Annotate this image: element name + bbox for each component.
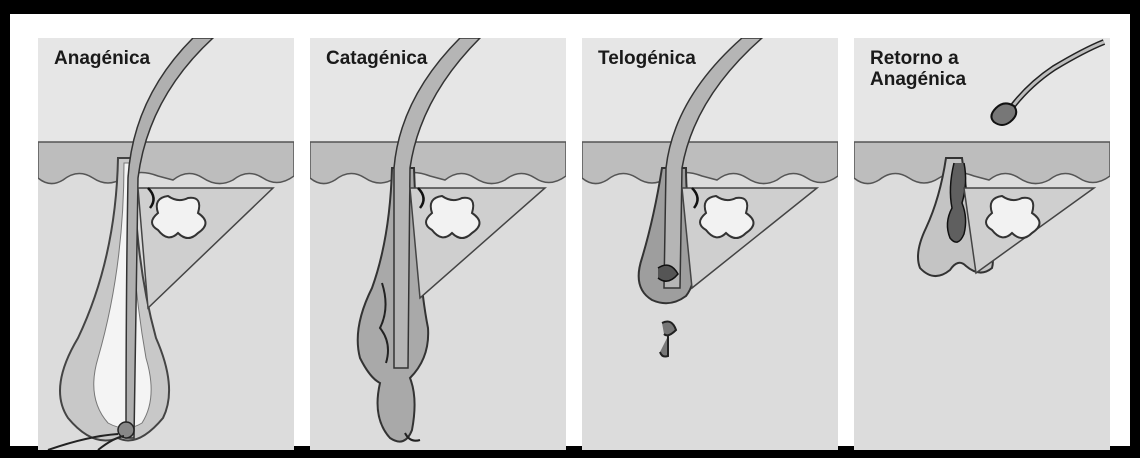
catagen-illustration [310,38,566,450]
stage-label-catagen: Catagénica [326,48,427,69]
stage-label-return-anagen: Retorno a Anagénica [870,48,966,90]
panel-catagen: Catagénica [310,38,566,450]
stage-label-telogen: Telogénica [598,48,696,69]
anagen-illustration [38,38,294,450]
return-anagen-illustration [854,38,1110,450]
stage-label-anagen: Anagénica [54,48,150,69]
panel-return-anagen: Retorno a Anagénica [854,38,1110,450]
telogen-illustration [582,38,838,450]
panel-anagen: Anagénica [38,38,294,450]
panel-telogen: Telogénica [582,38,838,450]
diagram-frame: Anagénica Catagénica [8,12,1132,448]
